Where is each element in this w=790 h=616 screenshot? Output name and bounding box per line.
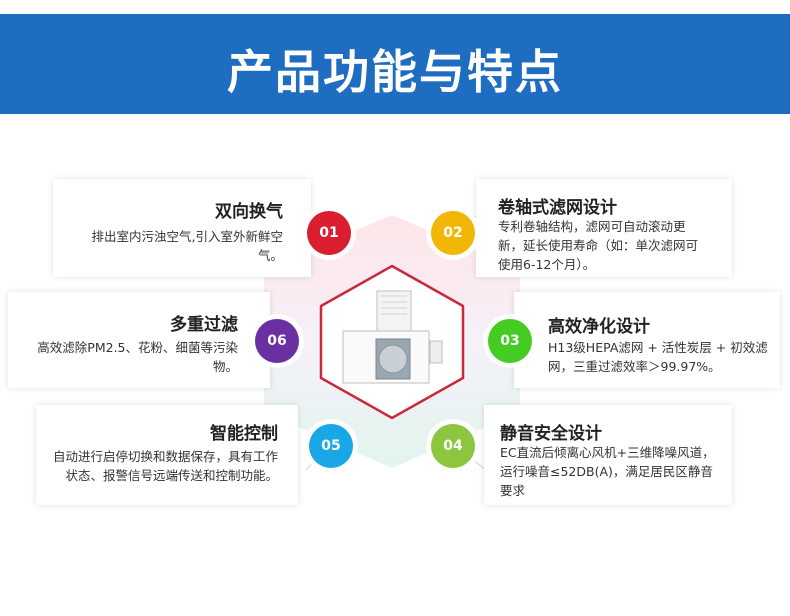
feature-badge-03: 03 (488, 319, 532, 363)
feature-card-02: 卷轴式滤网设计 专利卷轴结构，滤网可自动滚动更新，延长使用寿命（如：单次滤网可使… (476, 179, 732, 277)
feature-title: 双向换气 (215, 202, 283, 222)
feature-title: 静音安全设计 (500, 424, 602, 444)
header-banner: 产品功能与特点 (0, 14, 790, 114)
feature-badge-02: 02 (431, 211, 475, 255)
feature-card-06: 多重过滤 高效滤除PM2.5、花粉、细菌等污染物。 (8, 292, 270, 388)
feature-description: 自动进行启停切换和数据保存，具有工作状态、报警信号远端传送和控制功能。 (52, 449, 278, 483)
page-title: 产品功能与特点 (227, 45, 563, 99)
feature-description: 专利卷轴结构，滤网可自动滚动更新，延长使用寿命（如：单次滤网可使用6-12个月）… (498, 219, 699, 272)
feature-card-04: 静音安全设计 EC直流后倾离心风机+三维降噪风道，运行噪音≤52DB(A)，满足… (484, 405, 732, 505)
feature-badge-04: 04 (431, 424, 475, 468)
feature-title: 卷轴式滤网设计 (498, 198, 617, 218)
feature-description: EC直流后倾离心风机+三维降噪风道，运行噪音≤52DB(A)，满足居民区静音要求 (500, 445, 715, 498)
feature-card-01: 双向换气 排出室内污浊空气,引入室外新鲜空气。 (53, 179, 311, 277)
feature-badge-06: 06 (255, 319, 299, 363)
feature-title: 智能控制 (210, 424, 278, 444)
feature-description: 排出室内污浊空气,引入室外新鲜空气。 (91, 229, 283, 263)
feature-description: 高效滤除PM2.5、花粉、细菌等污染物。 (37, 340, 238, 374)
feature-badge-05: 05 (309, 424, 353, 468)
feature-description: H13级HEPA滤网 + 活性炭层 + 初效滤网，三重过滤效率＞99.97%。 (548, 340, 768, 374)
feature-badge-01: 01 (307, 211, 351, 255)
feature-card-03: 高效净化设计 H13级HEPA滤网 + 活性炭层 + 初效滤网，三重过滤效率＞9… (514, 292, 780, 388)
feature-title: 多重过滤 (170, 315, 238, 335)
purifier-unit-illustration (342, 290, 443, 384)
feature-title: 高效净化设计 (548, 317, 650, 337)
feature-card-05: 智能控制 自动进行启停切换和数据保存，具有工作状态、报警信号远端传送和控制功能。 (36, 405, 298, 505)
